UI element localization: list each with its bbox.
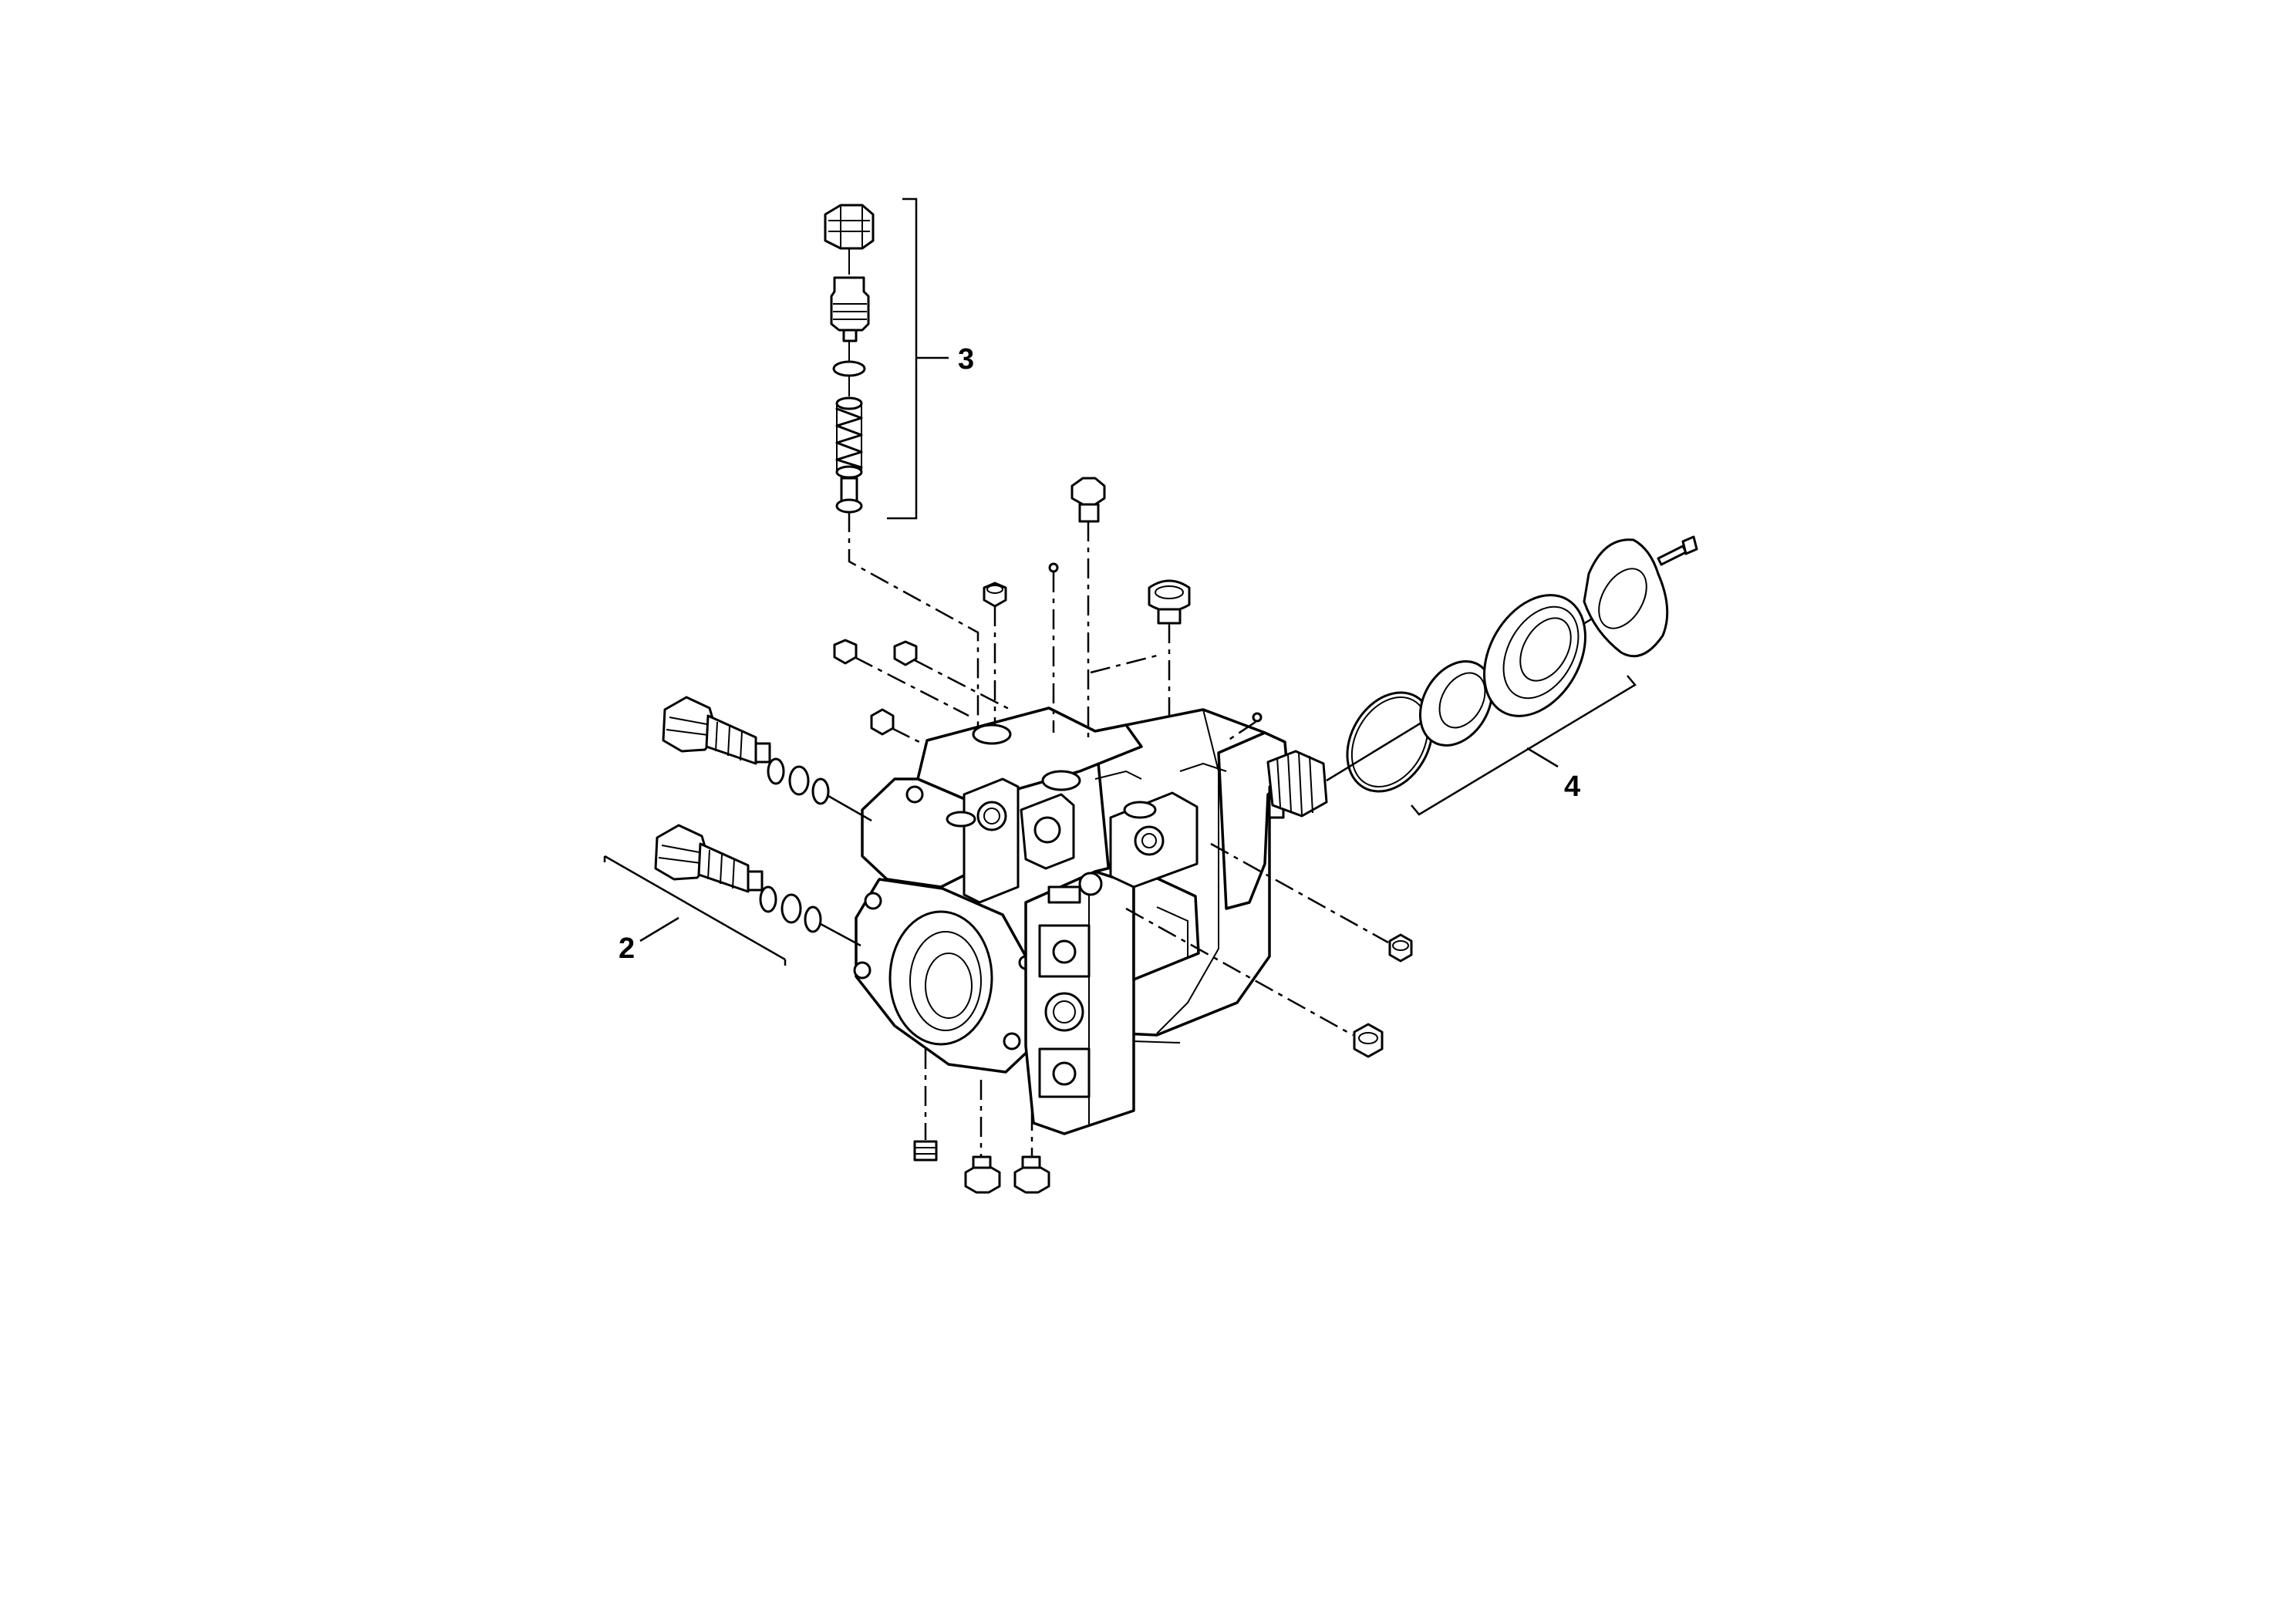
plug-right-lower bbox=[1353, 1023, 1384, 1058]
o-ring bbox=[788, 765, 810, 796]
callout-2: 2 bbox=[619, 932, 635, 965]
bottom-plug-1 bbox=[913, 1140, 938, 1162]
shaft-seal-carrier bbox=[1483, 594, 1586, 717]
shaft-o-ring-inner bbox=[1350, 696, 1429, 788]
shaft-seal-ring bbox=[1418, 660, 1494, 747]
backup-ring bbox=[804, 905, 822, 933]
retaining-bolt bbox=[1657, 535, 1698, 566]
assembly-line-plug-left-3 bbox=[891, 727, 926, 747]
retaining-plate bbox=[1583, 538, 1669, 658]
plug-right-upper bbox=[1388, 933, 1413, 963]
assembly-line-plug-left-2 bbox=[914, 659, 1011, 711]
plug-left-3 bbox=[870, 708, 895, 736]
plug-large-top bbox=[1148, 579, 1191, 625]
backup-ring bbox=[811, 777, 830, 805]
o-ring bbox=[781, 893, 802, 924]
valve-body-fitting bbox=[830, 276, 870, 342]
valve-cap-nut bbox=[824, 204, 875, 250]
valve-poppet bbox=[835, 477, 863, 514]
o-ring bbox=[832, 360, 866, 377]
assembly-line-cartridge-upper bbox=[828, 794, 872, 822]
plug-left-1 bbox=[833, 639, 858, 665]
callout-4: 4 bbox=[1564, 771, 1580, 803]
backup-ring bbox=[759, 885, 777, 913]
assembly-line-valve-3 bbox=[848, 512, 979, 802]
assembly-line-plug-right-upper bbox=[1210, 842, 1389, 944]
drive-shaft-spline bbox=[1266, 750, 1328, 818]
relief-cartridge-upper bbox=[662, 696, 771, 765]
bottom-hex-nut-2 bbox=[1013, 1155, 1050, 1194]
group-3-bracket bbox=[887, 197, 918, 520]
assembly-line-cartridge-lower bbox=[820, 922, 861, 947]
callout-3: 3 bbox=[958, 343, 974, 376]
group-2-bracket-ends bbox=[603, 856, 787, 966]
assembly-line-top-cross bbox=[1090, 654, 1158, 674]
relief-cartridge-lower bbox=[654, 824, 764, 893]
group-2-leader bbox=[639, 916, 679, 943]
plug-small-top bbox=[983, 582, 1007, 608]
backup-ring bbox=[767, 757, 785, 785]
pump-housing bbox=[853, 706, 1290, 1135]
bottom-hex-nut-1 bbox=[964, 1155, 1001, 1194]
group-4-bracket bbox=[1411, 675, 1637, 816]
shaft-o-ring bbox=[1346, 691, 1434, 793]
assembly-line-pin-right bbox=[1227, 720, 1256, 742]
plug-left-2 bbox=[893, 640, 918, 666]
top-hex-bolt bbox=[1070, 477, 1106, 523]
group-4-leader bbox=[1526, 747, 1559, 768]
group-2-bracket-top bbox=[604, 855, 786, 961]
pin bbox=[1252, 712, 1263, 723]
pin bbox=[1048, 562, 1059, 573]
assembly-line-plug-left-1 bbox=[854, 656, 969, 717]
assembly-line-plug-right-lower bbox=[1125, 907, 1354, 1037]
valve-spring bbox=[835, 396, 863, 479]
